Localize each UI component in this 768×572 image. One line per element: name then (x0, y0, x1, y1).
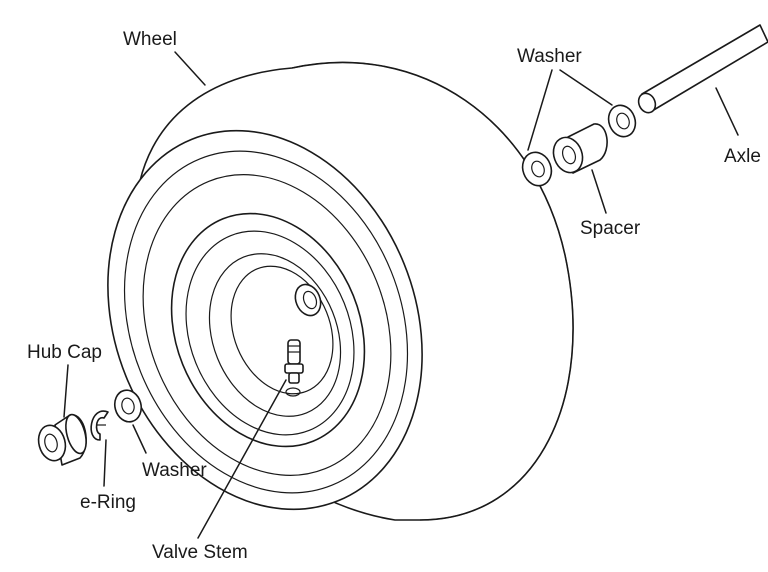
label-e-ring: e-Ring (80, 492, 136, 513)
leader-lines (63, 51, 739, 539)
e-ring-part (90, 410, 109, 441)
label-axle: Axle (724, 146, 761, 167)
label-washer-left: Washer (142, 460, 207, 481)
label-hub-cap: Hub Cap (27, 342, 102, 363)
label-wheel: Wheel (123, 29, 177, 50)
spacer-part (552, 123, 608, 174)
washer-inner (521, 151, 553, 187)
washer-outer (607, 104, 637, 138)
washer-left-part (113, 389, 143, 423)
label-valve-stem: Valve Stem (152, 542, 248, 563)
axle-part (637, 24, 768, 114)
hub-cap-part (37, 413, 87, 466)
label-washer-top: Washer (517, 46, 582, 67)
valve-stem-part (284, 339, 304, 384)
label-spacer: Spacer (580, 218, 641, 239)
wheel-rim (170, 212, 366, 448)
